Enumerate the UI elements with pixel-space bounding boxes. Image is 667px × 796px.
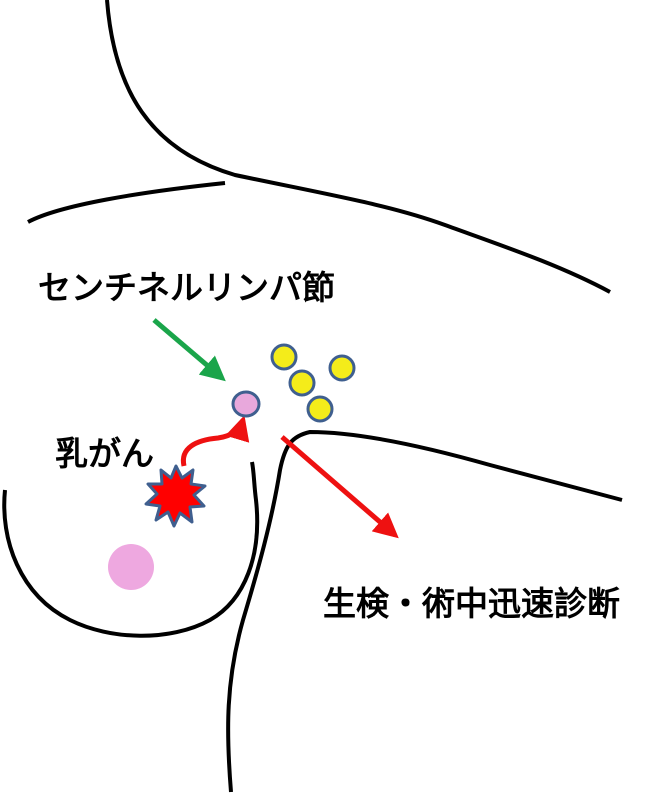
green-arrow <box>152 318 226 382</box>
breast-outline <box>2 461 260 638</box>
red-curved-arrow <box>180 415 250 467</box>
sentinel-node-icon <box>231 390 261 418</box>
sentinel-node-label: センチネルリンパ節 <box>38 268 335 307</box>
biopsy-label: 生検・術中迅速診断 <box>323 584 620 623</box>
collarbone-outline <box>27 181 226 224</box>
nipple <box>108 544 154 590</box>
lymph-node-icon <box>288 369 316 397</box>
red-straight-arrow <box>280 435 399 539</box>
neck-shoulder-outline <box>105 0 611 294</box>
lymph-node-icon <box>270 343 298 371</box>
lymph-node-icon <box>306 395 334 423</box>
breast-cancer-label: 乳がん <box>55 434 154 473</box>
starburst-icon <box>144 464 207 528</box>
lymph-node-icon <box>328 354 356 382</box>
